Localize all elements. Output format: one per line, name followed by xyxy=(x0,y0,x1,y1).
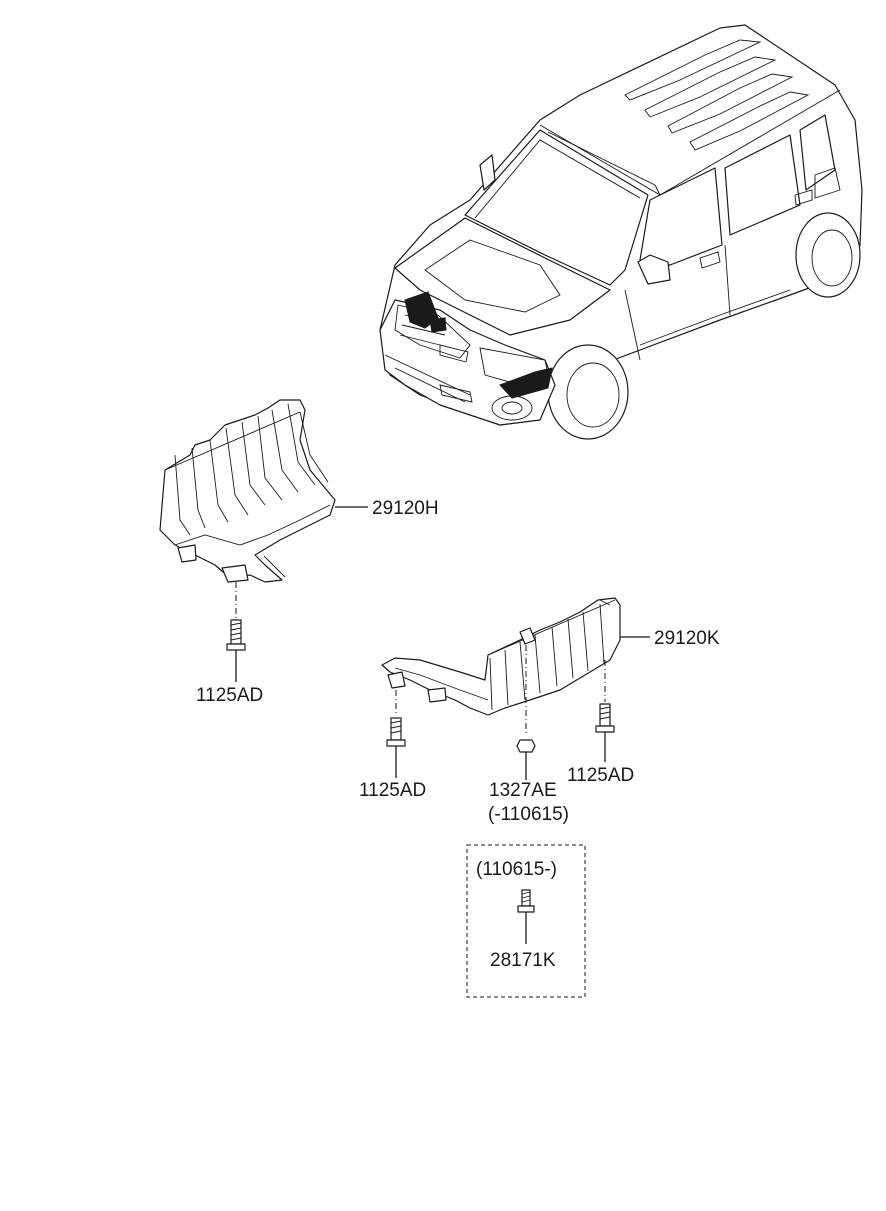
label-nut-note: (-110615) xyxy=(488,804,569,825)
label-bolt-mid: 1125AD xyxy=(359,780,426,801)
clip-icon xyxy=(517,889,535,944)
under-cover-29120k xyxy=(381,597,650,735)
nut-icon xyxy=(516,739,536,780)
supersession-box xyxy=(466,844,586,998)
under-cover-29120h xyxy=(159,399,368,618)
bolt-mid-icon xyxy=(386,717,406,778)
label-bolt-right: 1125AD xyxy=(567,765,634,786)
label-29120k: 29120K xyxy=(654,628,720,649)
label-box-note: (110615-) xyxy=(476,859,557,880)
bolt-right-icon xyxy=(595,703,615,762)
label-bolt-left: 1125AD xyxy=(196,685,263,706)
bolt-left-icon xyxy=(226,619,246,682)
label-clip: 28171K xyxy=(490,950,556,971)
label-29120h: 29120H xyxy=(372,498,439,519)
vehicle-illustration xyxy=(379,24,863,440)
label-nut: 1327AE xyxy=(489,780,557,801)
